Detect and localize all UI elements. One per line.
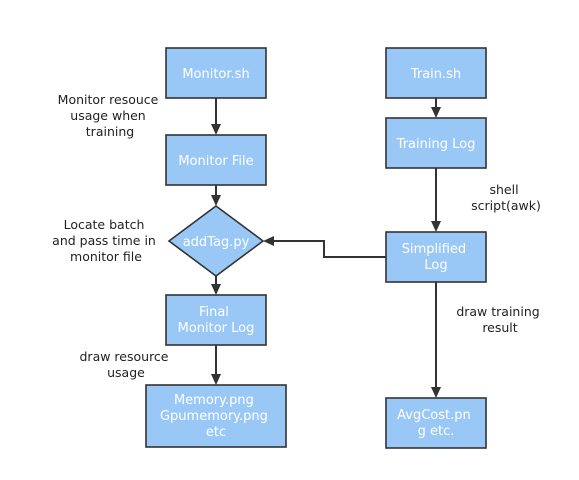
arrowhead-simplified [431,221,441,232]
arrowhead-addtag [211,195,221,206]
node-line: Monitor File [178,154,253,169]
note-line: shell [489,182,518,197]
node-monitor-file-label: Monitor File [178,154,253,169]
node-training-log: Training Log [385,117,487,169]
note-line: result [482,320,517,335]
node-monitor-file: Monitor File [165,134,267,186]
node-train-sh-label: Train.sh [410,67,461,82]
arrowhead-training-log [431,107,441,118]
edges [211,98,441,398]
node-line: Memory.png [174,393,254,408]
node-simplified-log: Simplified Log [385,231,487,283]
note-locate-batch: Locate batch and pass time in monitor fi… [52,217,160,264]
node-line: Final [199,305,229,320]
node-line: Monitor.sh [182,67,249,82]
node-line: Training Log [396,137,476,152]
node-monitor-sh: Monitor.sh [165,47,267,99]
note-line: draw resource [80,349,169,364]
note-line: usage when [70,108,145,123]
note-shell-script: shell script(awk) [471,182,541,213]
node-train-sh: Train.sh [385,47,487,99]
edge-simplified-to-addtag [274,240,386,258]
note-line: script(awk) [471,198,541,213]
arrowhead-memory [211,374,221,385]
note-line: Locate batch [64,217,145,232]
arrowhead-monitor-file [211,124,221,135]
note-line: and pass time in [52,233,156,248]
node-avgcost-png: AvgCost.pn g etc. [385,397,487,449]
arrowhead-addtag-side [263,236,274,246]
note-monitor-usage: Monitor resouce usage when training [58,92,163,139]
node-line: addTag.py [183,235,250,250]
node-avgcost-label: AvgCost.pn g etc. [397,408,475,439]
arrowhead-avgcost [431,387,441,398]
node-line: Monitor Log [178,321,255,336]
node-training-log-label: Training Log [396,137,476,152]
node-line: Log [424,258,447,273]
note-draw-training: draw training result [456,304,543,335]
node-memory-label: Memory.png Gpumemory.png etc [160,393,272,440]
note-draw-resource: draw resource usage [80,349,173,380]
node-line: g etc. [418,424,455,439]
note-line: training [86,124,134,139]
node-addtag-label: addTag.py [183,235,250,250]
node-final-log-label: Final Monitor Log [178,305,255,336]
node-line: AvgCost.pn [397,408,471,423]
node-memory-png: Memory.png Gpumemory.png etc [145,384,287,448]
node-addtag-decision: addTag.py [167,205,265,277]
note-line: monitor file [70,249,142,264]
node-line: Simplified [402,242,466,257]
node-line: Train.sh [410,67,461,82]
node-simplified-log-label: Simplified Log [402,242,471,273]
note-line: draw training [456,304,539,319]
node-final-monitor-log: Final Monitor Log [165,294,267,346]
node-line: Gpumemory.png [160,409,268,424]
note-line: Monitor resouce [58,92,159,107]
node-line: etc [206,425,226,440]
arrowhead-final-log [211,284,221,295]
node-monitor-sh-label: Monitor.sh [182,67,249,82]
note-line: usage [107,365,145,380]
